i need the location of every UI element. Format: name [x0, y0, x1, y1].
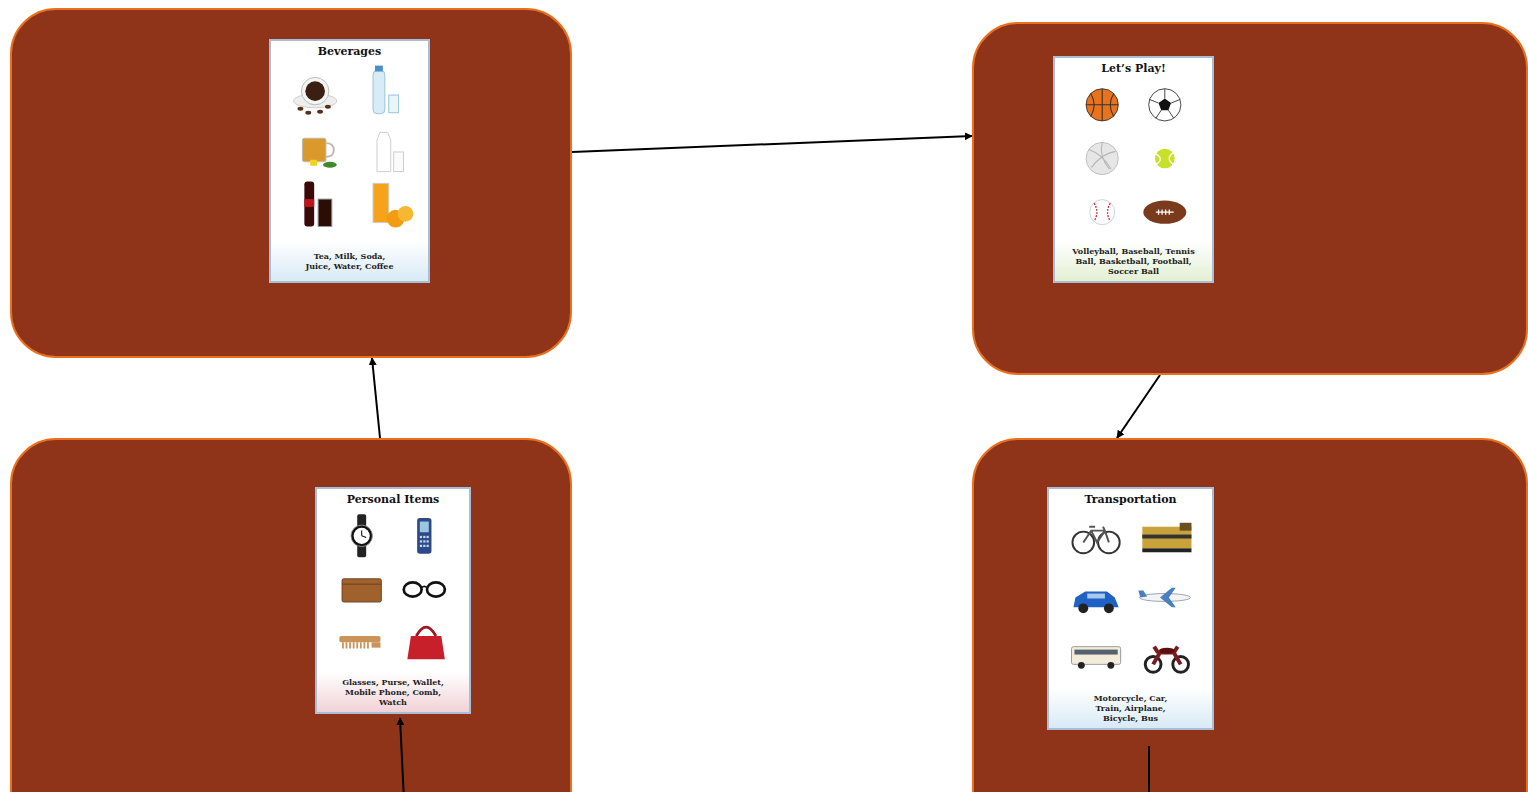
category-panel: Personal ItemsGlasses, Purse, Wallet, Mo… [10, 438, 572, 792]
picture-card: Let’s Play! Volleyball, Baseball, Tennis … [1053, 56, 1214, 283]
card-title: Personal Items [317, 493, 469, 506]
category-panel: TransportationMotorcycle, Car, Train, Ai… [972, 438, 1528, 792]
caption-band: Motorcycle, Car, Train, Airplane, Bicycl… [1049, 688, 1212, 728]
category-panel: Let’s Play! Volleyball, Baseball, Tennis … [972, 22, 1528, 375]
category-panel: BeveragesTea, Milk, Soda, Juice, Water, … [10, 8, 572, 358]
picture-card: BeveragesTea, Milk, Soda, Juice, Water, … [269, 39, 430, 283]
ball-pictures [1055, 78, 1212, 239]
personal-item-pictures [317, 509, 469, 670]
beverage-pictures [271, 61, 428, 239]
card-title: Let’s Play! [1055, 62, 1212, 75]
card-title: Beverages [271, 45, 428, 58]
flow-arrow [372, 358, 380, 438]
card-caption: Volleyball, Baseball, Tennis Ball, Baske… [1066, 246, 1201, 276]
caption-band: Glasses, Purse, Wallet, Mobile Phone, Co… [317, 672, 469, 712]
incoming-line [12, 440, 570, 792]
card-caption: Motorcycle, Car, Train, Airplane, Bicycl… [1083, 693, 1178, 723]
flow-arrow [572, 136, 972, 152]
picture-card: Personal ItemsGlasses, Purse, Wallet, Mo… [315, 487, 471, 714]
picture-card: TransportationMotorcycle, Car, Train, Ai… [1047, 487, 1214, 730]
caption-band: Volleyball, Baseball, Tennis Ball, Baske… [1055, 241, 1212, 281]
caption-band: Tea, Milk, Soda, Juice, Water, Coffee [271, 241, 428, 281]
flow-arrow [1117, 375, 1160, 438]
card-caption: Glasses, Purse, Wallet, Mobile Phone, Co… [336, 677, 451, 707]
vehicle-pictures [1049, 509, 1212, 686]
card-title: Transportation [1049, 493, 1212, 506]
card-caption: Tea, Milk, Soda, Juice, Water, Coffee [302, 251, 397, 271]
